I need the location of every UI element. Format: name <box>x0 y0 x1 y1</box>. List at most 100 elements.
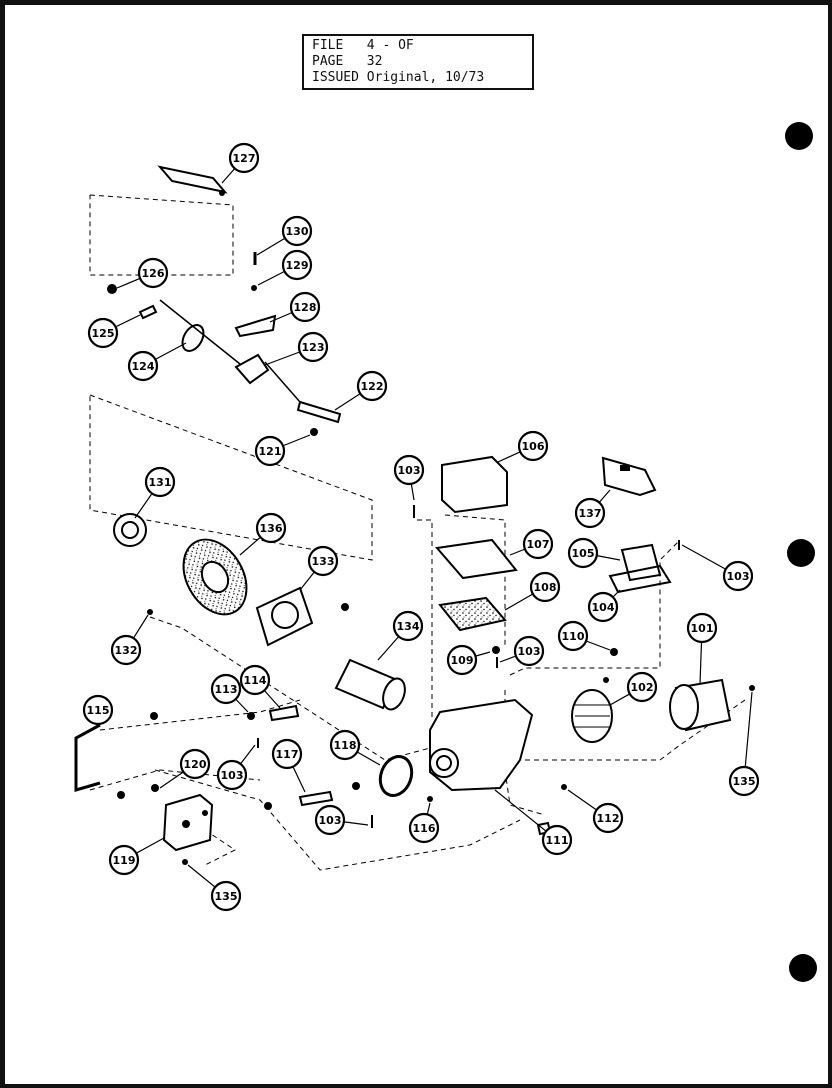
part-118-ring <box>378 755 414 797</box>
callout-label: 126 <box>142 267 165 280</box>
part-123-electrode <box>234 353 301 403</box>
callout-135: 135 <box>210 880 242 912</box>
callout-circle <box>513 635 545 667</box>
callout-label: 120 <box>184 758 207 771</box>
callout-137: 137 <box>574 497 606 529</box>
callout-label: 114 <box>244 674 267 687</box>
callout-114: 114 <box>239 664 271 696</box>
callout-label: 112 <box>597 812 620 825</box>
callout-label: 103 <box>727 570 750 583</box>
callout-103: 103 <box>722 560 754 592</box>
part-104-base <box>608 564 672 594</box>
part-116-nut <box>427 796 433 802</box>
part-125-fitting <box>138 304 158 320</box>
part-127-bracket <box>157 165 228 196</box>
callout-103: 103 <box>314 804 346 836</box>
callout-circle <box>307 545 339 577</box>
callout-label: 117 <box>276 748 299 761</box>
callout-label: 113 <box>215 683 238 696</box>
part-106-cover <box>441 455 508 514</box>
callout-label: 101 <box>691 622 714 635</box>
callout-circle <box>127 350 159 382</box>
callout-circle <box>587 591 619 623</box>
callout-label: 133 <box>312 555 335 568</box>
callout-134: 134 <box>392 610 424 642</box>
callout-circle <box>356 370 388 402</box>
callout-131: 131 <box>144 466 176 498</box>
callout-label: 110 <box>562 630 585 643</box>
callout-124: 124 <box>127 350 159 382</box>
callout-118: 118 <box>329 729 361 761</box>
callout-label: 109 <box>451 654 474 667</box>
callout-label: 105 <box>572 547 595 560</box>
callout-circle <box>626 671 658 703</box>
part-133-flange <box>255 586 349 647</box>
issued-label: ISSUED <box>312 70 359 85</box>
callout-123: 123 <box>297 331 329 363</box>
callout-129: 129 <box>281 249 313 281</box>
callout-label: 104 <box>592 601 615 614</box>
callout-circle <box>281 215 313 247</box>
callout-circle <box>392 610 424 642</box>
callout-113: 113 <box>210 673 242 705</box>
callout-label: 122 <box>361 380 384 393</box>
callout-circle <box>281 249 313 281</box>
callout-label: 131 <box>149 476 172 489</box>
callout-circle <box>297 331 329 363</box>
callout-circle <box>522 528 554 560</box>
callout-label: 119 <box>113 854 136 867</box>
callout-circle <box>144 466 176 498</box>
callout-label: 128 <box>294 301 317 314</box>
callout-label: 136 <box>260 522 283 535</box>
callout-circle <box>574 497 606 529</box>
callout-119: 119 <box>108 844 140 876</box>
callout-label: 103 <box>319 814 342 827</box>
part-107-plate <box>435 538 518 580</box>
file-row: FILE 4 - OF <box>312 38 524 54</box>
part-108-gasket <box>438 596 507 632</box>
callout-label: 116 <box>413 822 436 835</box>
callout-circle <box>728 765 760 797</box>
dashed-group-lines <box>89 194 746 871</box>
part-122-tube <box>296 400 342 424</box>
issued-row: ISSUED Original, 10/73 <box>312 70 524 86</box>
callout-label: 130 <box>286 225 309 238</box>
callout-130: 130 <box>281 215 313 247</box>
part-136-gasket <box>182 538 248 616</box>
part-124-disc <box>159 299 246 369</box>
callout-117: 117 <box>271 738 303 770</box>
callout-circle <box>228 142 260 174</box>
scan-border-top <box>0 0 832 5</box>
callout-label: 127 <box>233 152 256 165</box>
callout-circle <box>271 738 303 770</box>
callout-circle <box>289 291 321 323</box>
callout-circle <box>541 824 573 856</box>
part-117-fitting <box>264 782 360 810</box>
callout-112: 112 <box>592 802 624 834</box>
callout-103: 103 <box>513 635 545 667</box>
callout-circle <box>137 257 169 289</box>
callout-circle <box>110 634 142 666</box>
callout-circle <box>592 802 624 834</box>
part-115-line <box>74 712 158 799</box>
callout-label: 103 <box>221 769 244 782</box>
part-128-clamp <box>234 314 277 338</box>
part-102-fan-wheel <box>571 677 613 743</box>
part-110-nut <box>610 648 618 656</box>
page-row: PAGE 32 <box>312 54 524 70</box>
callout-109: 109 <box>446 644 478 676</box>
callout-label: 129 <box>286 259 309 272</box>
leader-lines <box>97 157 753 897</box>
callout-label: 134 <box>397 620 420 633</box>
part-126-nut <box>107 284 117 294</box>
callout-136: 136 <box>255 512 287 544</box>
callout-127: 127 <box>228 142 260 174</box>
callout-label: 106 <box>522 440 545 453</box>
callout-label: 132 <box>115 644 138 657</box>
callout-103: 103 <box>393 454 425 486</box>
part-130-screw <box>251 252 257 291</box>
callout-122: 122 <box>356 370 388 402</box>
callout-108: 108 <box>529 571 561 603</box>
callout-circle <box>557 620 589 652</box>
